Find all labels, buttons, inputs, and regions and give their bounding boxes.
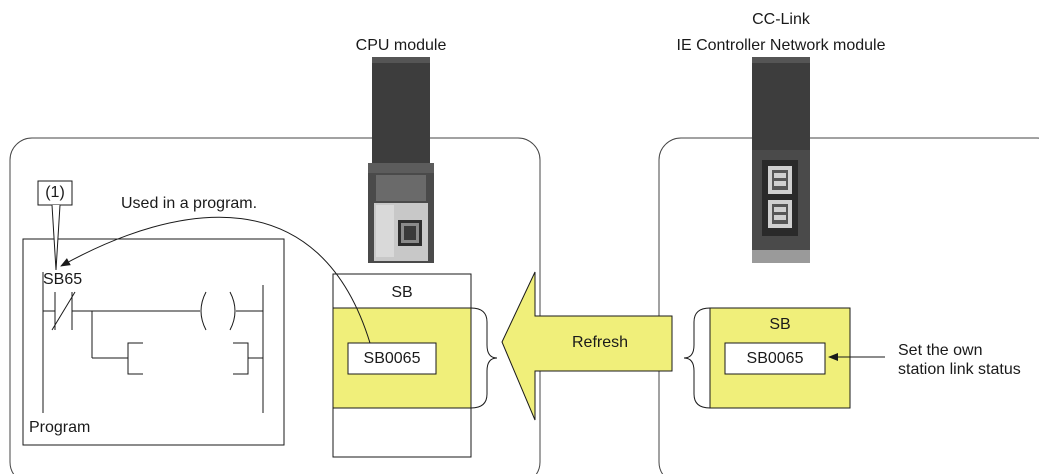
network-range-bracket <box>683 307 711 409</box>
network-station-panel <box>658 137 1039 474</box>
callout-number: (1) <box>45 184 65 201</box>
cpu-range-bracket <box>470 307 498 409</box>
status-note-line1: Set the own <box>898 342 983 359</box>
used-in-program-arrow <box>60 216 371 344</box>
used-in-program-note: Used in a program. <box>121 195 258 212</box>
network-sb0065-cell <box>724 342 826 375</box>
network-module-title-line1: CC-Link <box>752 11 810 28</box>
cpu-sb-area-label: SB <box>391 284 413 301</box>
cpu-sb0065-cell <box>347 342 437 375</box>
contact-label: SB65 <box>43 271 83 288</box>
callout-pointer <box>51 204 61 271</box>
program-box <box>22 238 285 446</box>
network-module-image <box>752 57 810 263</box>
cpu-module-title: CPU module <box>355 37 447 54</box>
refresh-label: Refresh <box>571 334 629 351</box>
cpu-module-image <box>368 57 434 263</box>
refresh-arrow <box>501 271 673 421</box>
ladder-diagram <box>42 272 264 413</box>
cpu-station-panel <box>9 137 541 474</box>
status-note-line2: station link status <box>898 361 1021 378</box>
network-sb0065-label: SB0065 <box>746 350 804 367</box>
callout-box <box>37 180 73 206</box>
cpu-sb0065-label: SB0065 <box>363 350 421 367</box>
network-sb-area-label: SB <box>769 316 791 333</box>
program-label: Program <box>29 419 91 436</box>
network-module-title-line2: IE Controller Network module <box>676 37 886 54</box>
